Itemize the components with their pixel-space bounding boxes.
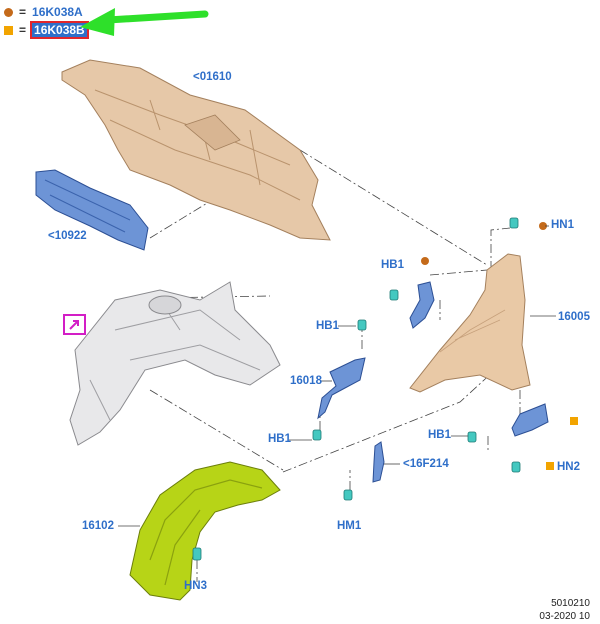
equals-sign: = [19,23,27,37]
callout-16102[interactable]: 16102 [82,520,114,532]
callout-hn2[interactable]: HN2 [557,461,581,473]
dash-panel-part[interactable] [61,59,331,241]
fender-part[interactable] [409,253,531,393]
body-structure-part[interactable] [69,281,281,446]
legend-code-b[interactable]: 16K038B [30,21,89,39]
callout-hb1-right[interactable]: HB1 [428,429,452,441]
callout-hn1[interactable]: HN1 [551,219,575,231]
callout-10922[interactable]: <10922 [48,230,87,242]
square-icon [4,25,13,35]
callout-hn3[interactable]: HN3 [184,580,208,592]
bracket-upper-part[interactable] [409,281,435,329]
green-arrow-icon [80,8,209,36]
callout-hb1-top[interactable]: HB1 [381,259,405,271]
dot-icon [539,222,547,230]
bracket-hn2-part[interactable] [511,403,549,437]
callout-hb1-mid[interactable]: HB1 [316,320,340,332]
callout-16005[interactable]: 16005 [558,311,590,323]
legend-row-a[interactable]: = 16K038A [4,4,83,20]
bracket-16f214-part[interactable] [372,441,385,483]
square-icon [546,462,554,470]
bracket-16018-part[interactable] [317,357,366,420]
callout-16f214[interactable]: <16F214 [403,458,449,470]
diagram-date: 03-2020 10 [539,611,590,622]
callout-16018[interactable]: 16018 [290,375,322,387]
legend-row-b[interactable]: = 16K038B [4,21,89,39]
label-leaders [118,225,556,527]
legend-code-a[interactable]: 16K038A [32,5,83,19]
wheel-liner-part[interactable] [129,461,281,601]
equals-sign: = [19,5,27,19]
dot-icon [4,7,13,17]
callout-01610[interactable]: <01610 [193,71,232,83]
arrow-up-right-icon [69,320,79,330]
link-icon[interactable] [63,314,86,335]
callout-hb1-low[interactable]: HB1 [268,433,292,445]
bracket-10922-part[interactable] [35,169,149,251]
dot-icon [421,257,429,265]
callout-hm1[interactable]: HM1 [337,520,362,532]
diagram-id: 5010210 [551,598,590,609]
square-icon [570,417,578,425]
fastener-icons [192,217,521,561]
